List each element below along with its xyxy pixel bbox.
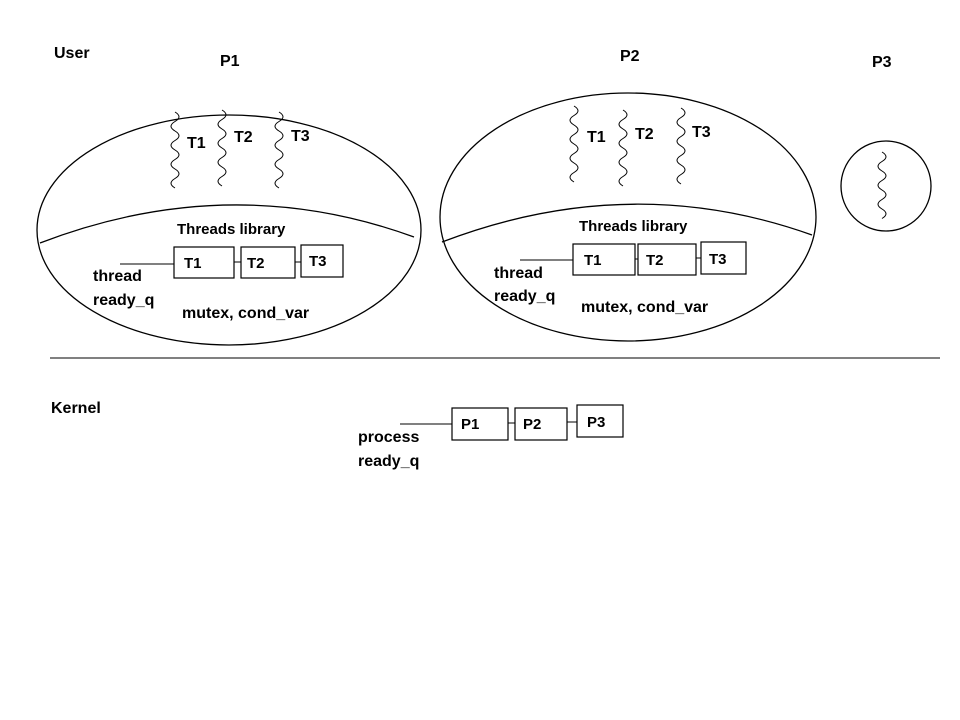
queue-slot-t2 [240, 246, 296, 279]
process-p1-boundary [36, 114, 422, 346]
queue-item-t3: T3 [309, 253, 327, 270]
thread-t2-icon [217, 109, 227, 187]
thread-queue-label-line1: thread [93, 268, 142, 285]
queue-slot-t3 [700, 241, 747, 275]
queue-slot-t2 [637, 243, 697, 276]
queue-item-t1: T1 [184, 255, 202, 272]
queue-slot-t1 [173, 246, 235, 279]
process-p2-title: P2 [620, 48, 640, 65]
queue-item-t1: T1 [584, 252, 602, 269]
thread-t3-icon [676, 107, 686, 185]
threads-library-label: Threads library [579, 218, 688, 235]
thread-icon [877, 151, 887, 219]
thread-t2-icon [618, 109, 628, 187]
thread-t3-label: T3 [291, 128, 310, 145]
queue-item-t3: T3 [709, 251, 727, 268]
thread-queue-label-line2: ready_q [494, 288, 555, 305]
sync-primitives-label: mutex, cond_var [182, 305, 309, 322]
process-queue-label-line1: process [358, 429, 419, 446]
process-p3-boundary [840, 140, 932, 232]
thread-t3-label: T3 [692, 124, 711, 141]
queue-slot-t3 [300, 244, 344, 278]
queue-slot-p3 [576, 404, 624, 438]
thread-t1-icon [569, 105, 579, 183]
process-p2: P2 T1 T2 T3 Threads library T1 T2 T3 thr… [439, 48, 817, 342]
queue-slot-t1 [572, 243, 636, 276]
process-queue-label-line2: ready_q [358, 453, 419, 470]
queue-item-p2: P2 [523, 416, 541, 433]
thread-t3-icon [274, 111, 284, 189]
process-p1-library-divider [39, 204, 415, 244]
queue-item-t2: T2 [646, 252, 664, 269]
process-p2-boundary [439, 92, 817, 342]
process-p3: P3 [840, 54, 932, 232]
kernel-process-queue: P1 P2 P3 process ready_q [358, 404, 624, 470]
thread-t2-label: T2 [635, 126, 654, 143]
queue-slot-p1 [451, 407, 509, 441]
thread-t1-label: T1 [187, 135, 206, 152]
process-p1: P1 T1 T2 T3 Threads library T1 T2 T3 thr… [36, 53, 422, 346]
process-p1-title: P1 [220, 53, 240, 70]
kernel-section-label: Kernel [51, 400, 101, 417]
queue-slot-p2 [514, 407, 568, 441]
threads-library-label: Threads library [177, 221, 286, 238]
queue-item-p3: P3 [587, 414, 605, 431]
process-p3-title: P3 [872, 54, 892, 71]
queue-item-t2: T2 [247, 255, 265, 272]
process-p2-library-divider [441, 203, 813, 243]
thread-t2-label: T2 [234, 129, 253, 146]
user-section-label: User [54, 45, 90, 62]
sync-primitives-label: mutex, cond_var [581, 299, 708, 316]
thread-t1-label: T1 [587, 129, 606, 146]
queue-item-p1: P1 [461, 416, 479, 433]
thread-t1-icon [170, 111, 180, 189]
thread-queue-label-line1: thread [494, 265, 543, 282]
thread-queue-label-line2: ready_q [93, 292, 154, 309]
